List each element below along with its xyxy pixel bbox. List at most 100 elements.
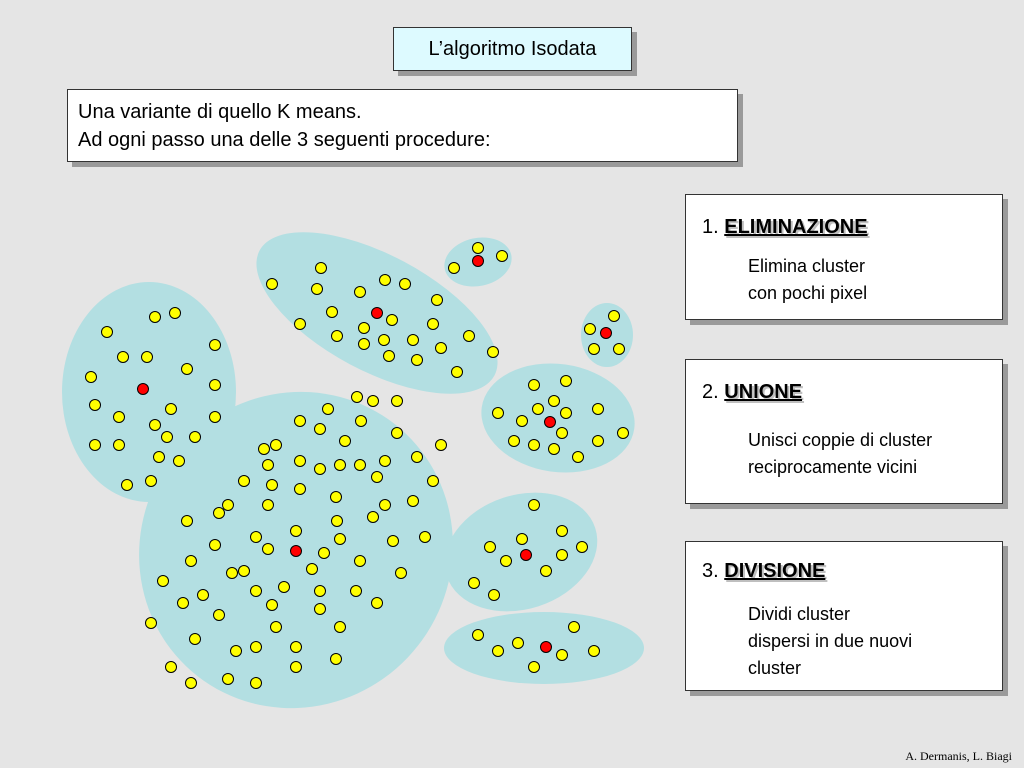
data-point: [185, 555, 197, 567]
data-point: [311, 283, 323, 295]
data-point: [314, 603, 326, 615]
data-point: [250, 641, 262, 653]
data-point: [516, 533, 528, 545]
data-point: [383, 350, 395, 362]
data-point: [407, 334, 419, 346]
author-credit: A. Dermanis, L. Biagi: [905, 749, 1012, 763]
data-point: [556, 427, 568, 439]
cluster-center: [540, 641, 552, 653]
data-point: [161, 431, 173, 443]
data-point: [379, 274, 391, 286]
data-point: [484, 541, 496, 553]
data-point: [492, 645, 504, 657]
data-point: [165, 403, 177, 415]
data-point: [568, 621, 580, 633]
data-point: [113, 411, 125, 423]
data-point: [613, 343, 625, 355]
data-point: [213, 507, 225, 519]
data-point: [339, 435, 351, 447]
data-point: [145, 475, 157, 487]
data-point: [496, 250, 508, 262]
data-point: [222, 499, 234, 511]
procedure-name: ELIMINAZIONE: [724, 216, 868, 238]
data-point: [584, 323, 596, 335]
data-point: [379, 499, 391, 511]
data-point: [560, 375, 572, 387]
data-point: [358, 322, 370, 334]
data-point: [315, 262, 327, 274]
data-point: [576, 541, 588, 553]
data-point: [330, 491, 342, 503]
procedure-heading: 1. ELIMINAZIONE: [702, 215, 868, 239]
data-point: [306, 563, 318, 575]
data-point: [89, 399, 101, 411]
procedure-description-line: reciprocamente vicini: [748, 457, 918, 477]
data-point: [330, 653, 342, 665]
data-point: [185, 677, 197, 689]
procedure-heading: 2. UNIONE: [702, 380, 802, 404]
data-point: [262, 459, 274, 471]
data-point: [508, 435, 520, 447]
procedure-box-division: 3. DIVISIONE Dividi cluster dispersi in …: [685, 541, 1003, 691]
procedure-description-line: con pochi pixel: [748, 283, 868, 303]
data-point: [213, 609, 225, 621]
procedure-description: Unisci coppie di cluster reciprocamente …: [748, 427, 932, 481]
data-point: [189, 431, 201, 443]
procedure-number: 1.: [702, 216, 719, 238]
data-point: [113, 439, 125, 451]
data-point: [238, 565, 250, 577]
data-point: [209, 379, 221, 391]
data-point: [209, 339, 221, 351]
procedure-number: 2.: [702, 381, 719, 403]
data-point: [617, 427, 629, 439]
data-point: [492, 407, 504, 419]
data-point: [222, 673, 234, 685]
data-point: [468, 577, 480, 589]
data-point: [358, 338, 370, 350]
data-point: [427, 318, 439, 330]
data-point: [322, 403, 334, 415]
data-point: [250, 677, 262, 689]
data-point: [371, 471, 383, 483]
data-point: [266, 278, 278, 290]
data-point: [270, 439, 282, 451]
data-point: [294, 483, 306, 495]
data-point: [572, 451, 584, 463]
data-point: [427, 475, 439, 487]
data-point: [314, 423, 326, 435]
data-point: [395, 567, 407, 579]
data-point: [608, 310, 620, 322]
data-point: [141, 351, 153, 363]
data-point: [528, 379, 540, 391]
data-point: [318, 547, 330, 559]
data-point: [556, 649, 568, 661]
procedure-description: Dividi cluster dispersi in due nuovi clu…: [748, 601, 912, 682]
data-point: [540, 565, 552, 577]
data-point: [588, 645, 600, 657]
data-point: [270, 621, 282, 633]
procedure-heading: 3. DIVISIONE: [702, 559, 825, 583]
data-point: [266, 599, 278, 611]
data-point: [378, 334, 390, 346]
procedure-name: DIVISIONE: [724, 560, 826, 582]
data-point: [472, 629, 484, 641]
intro-line-2: Ad ogni passo una delle 3 seguenti proce…: [78, 129, 491, 151]
data-point: [354, 555, 366, 567]
data-point: [435, 342, 447, 354]
data-point: [294, 318, 306, 330]
data-point: [351, 391, 363, 403]
data-point: [387, 535, 399, 547]
data-point: [238, 475, 250, 487]
data-point: [556, 549, 568, 561]
data-point: [157, 575, 169, 587]
data-point: [451, 366, 463, 378]
data-point: [331, 330, 343, 342]
data-point: [334, 459, 346, 471]
data-point: [278, 581, 290, 593]
data-point: [548, 395, 560, 407]
data-point: [189, 633, 201, 645]
data-point: [266, 479, 278, 491]
data-point: [181, 363, 193, 375]
data-point: [592, 403, 604, 415]
